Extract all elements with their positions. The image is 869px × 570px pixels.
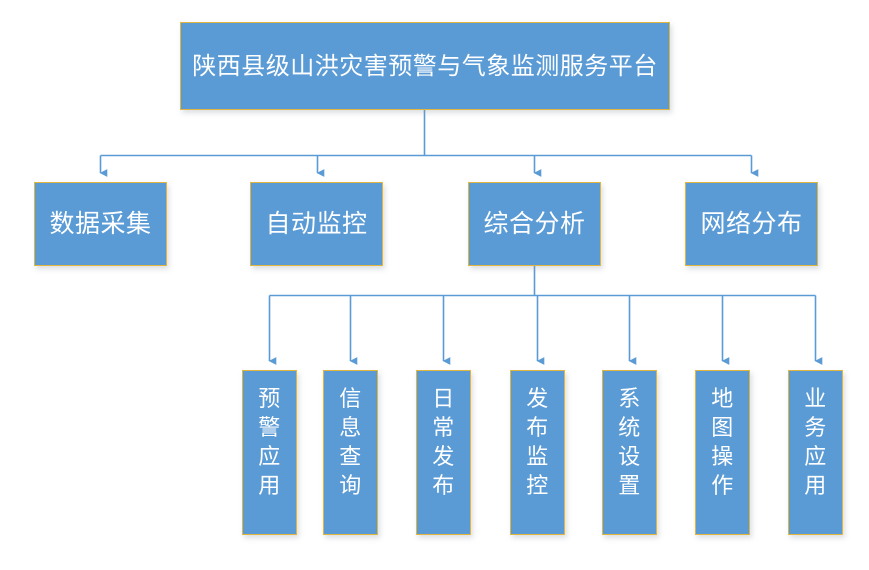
node-automatic-monitoring-label: 自动监控 <box>265 209 368 239</box>
node-network-distribution[interactable]: 网络分布 <box>685 182 818 266</box>
node-map-operation[interactable]: 地图操作 <box>695 370 750 535</box>
node-data-collection-label: 数据采集 <box>49 209 152 239</box>
node-system-settings-label: 系统设置 <box>618 387 641 500</box>
node-network-distribution-label: 网络分布 <box>700 209 803 239</box>
node-business-application-label: 业务应用 <box>804 387 827 500</box>
node-information-query-label: 信息查询 <box>339 387 362 500</box>
connector-analysis-to-level3 <box>268 266 823 365</box>
node-daily-release-label: 日常发布 <box>432 387 455 500</box>
node-comprehensive-analysis-label: 综合分析 <box>483 209 586 239</box>
node-business-application[interactable]: 业务应用 <box>788 370 843 535</box>
node-warning-application-label: 预警应用 <box>258 387 281 500</box>
node-release-monitoring[interactable]: 发布监控 <box>510 370 565 535</box>
node-daily-release[interactable]: 日常发布 <box>416 370 471 535</box>
node-map-operation-label: 地图操作 <box>711 387 734 500</box>
node-information-query[interactable]: 信息查询 <box>323 370 378 535</box>
connector-root-to-level2 <box>99 110 759 177</box>
node-root-label: 陕西县级山洪灾害预警与气象监测服务平台 <box>192 51 658 80</box>
node-automatic-monitoring[interactable]: 自动监控 <box>250 182 383 266</box>
node-release-monitoring-label: 发布监控 <box>526 387 549 500</box>
node-comprehensive-analysis[interactable]: 综合分析 <box>468 182 601 266</box>
node-root-platform[interactable]: 陕西县级山洪灾害预警与气象监测服务平台 <box>180 22 670 110</box>
node-warning-application[interactable]: 预警应用 <box>242 370 297 535</box>
node-data-collection[interactable]: 数据采集 <box>34 182 167 266</box>
node-system-settings[interactable]: 系统设置 <box>602 370 657 535</box>
